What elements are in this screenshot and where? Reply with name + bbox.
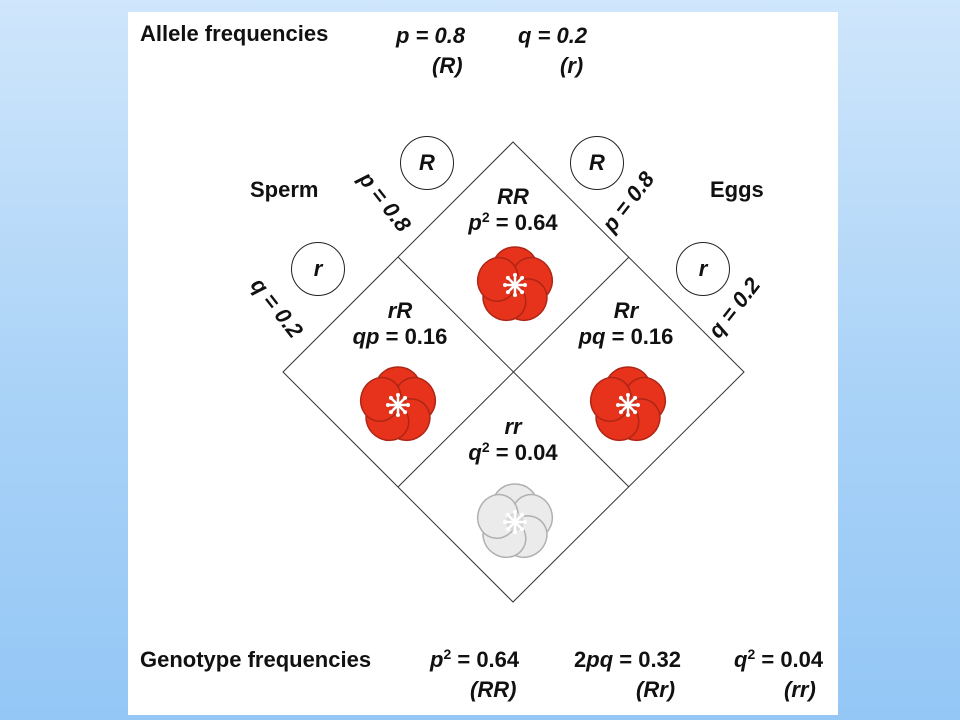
flower-anther: [636, 403, 640, 407]
flowers-layer: [359, 246, 667, 559]
flower-anther: [626, 413, 630, 417]
flower-anther: [503, 283, 507, 287]
footer-item-Rr-genotype: (Rr): [636, 677, 676, 702]
flower-anther: [520, 290, 525, 295]
flower-anther: [633, 395, 638, 400]
flower-icon-bottom: [476, 483, 554, 559]
cell-left-text: rR qp = 0.16: [340, 298, 460, 350]
flower-anther: [505, 275, 510, 280]
flower-anther: [505, 512, 510, 517]
footer-item-RR-value: = 0.64: [451, 647, 520, 672]
punnett-diamond: [282, 141, 745, 603]
footer-item-Rr-var: pq: [586, 647, 614, 672]
footer-item-RR-exp: 2: [443, 646, 452, 662]
flower-anther: [523, 520, 527, 524]
flower-anther: [406, 403, 410, 407]
cell-right-genotype: Rr: [613, 298, 639, 323]
flower-anther: [386, 403, 390, 407]
footer-item-rr-frequency: q2 = 0.04: [734, 646, 824, 672]
sperm-label: Sperm: [250, 177, 319, 202]
cell-left-genotype: rR: [387, 298, 413, 323]
flower-anther: [520, 512, 525, 517]
cell-top-var: p: [468, 210, 482, 235]
cell-right-var: pq: [578, 324, 606, 349]
p-allele: (R): [432, 53, 463, 78]
flower-anther: [520, 527, 525, 532]
flower-anther: [616, 403, 620, 407]
q-allele: (r): [560, 53, 584, 78]
eggs-allele-R-circle: R: [570, 136, 624, 190]
flower-anther: [403, 410, 408, 415]
flower-anther: [633, 410, 638, 415]
p-frequency: p = 0.8: [396, 23, 466, 48]
cell-bottom-exp: 2: [481, 439, 490, 455]
footer-item-RR-genotype: (RR): [470, 677, 517, 702]
flower-anther: [388, 410, 393, 415]
footer-item-rr-genotype: (rr): [784, 677, 816, 702]
slide: Allele frequencies p = 0.8 (R) q = 0.2 (…: [128, 12, 838, 715]
cell-right-text: Rr pq = 0.16: [566, 298, 686, 350]
flower-anther: [618, 410, 623, 415]
flower-icon-top: [476, 246, 554, 322]
flower-anther: [388, 395, 393, 400]
allele-frequencies-title: Allele frequencies: [140, 21, 329, 46]
footer-item-rr-exp: 2: [747, 646, 756, 662]
flower-anther: [520, 275, 525, 280]
q-frequency: q = 0.2: [518, 23, 588, 48]
footer-item-rr-value: = 0.04: [755, 647, 824, 672]
flower-anther: [513, 293, 517, 297]
genotype-frequencies-title: Genotype frequencies: [140, 647, 372, 672]
cell-left-value: = 0.16: [379, 324, 448, 349]
flower-anther: [396, 393, 400, 397]
flower-anther: [513, 510, 517, 514]
flower-anther: [513, 530, 517, 534]
footer-item-Rr-pre: 2: [574, 647, 587, 672]
cell-top-genotype: RR: [497, 184, 529, 209]
cell-top-exp: 2: [481, 209, 490, 225]
flower-icon-right: [589, 366, 667, 442]
footer-item-RR-frequency: p2 = 0.64: [430, 646, 520, 672]
diamond-outline: [282, 141, 745, 603]
flower-icon-left: [359, 366, 437, 442]
flower-anther: [396, 413, 400, 417]
flower-anther: [626, 393, 630, 397]
footer-item-Rr-value: = 0.32: [613, 647, 682, 672]
flower-anther: [403, 395, 408, 400]
flower-anther: [505, 290, 510, 295]
flower-anther: [505, 527, 510, 532]
flower-anther: [618, 395, 623, 400]
sperm-allele-r-circle: r: [291, 242, 345, 296]
cell-bottom-genotype: rr: [504, 414, 522, 439]
cell-bottom-text: rr q2 = 0.04: [463, 414, 563, 466]
cell-top-text: RR p2 = 0.64: [463, 184, 563, 236]
footer-item-Rr-frequency: 2pq = 0.32: [574, 648, 681, 672]
cell-bottom-var: q: [468, 440, 482, 465]
cell-right-value: = 0.16: [605, 324, 674, 349]
flower-anther: [513, 273, 517, 277]
footer-item-RR-var: p: [430, 647, 444, 672]
flower-anther: [503, 520, 507, 524]
footer-item-rr-var: q: [734, 647, 748, 672]
cell-left-var: qp: [352, 324, 380, 349]
flower-anther: [523, 283, 527, 287]
cell-top-value: = 0.64: [489, 210, 558, 235]
cell-bottom-value: = 0.04: [489, 440, 558, 465]
sperm-allele-R-circle: R: [400, 136, 454, 190]
eggs-label: Eggs: [710, 177, 764, 202]
eggs-allele-r-circle: r: [676, 242, 730, 296]
grid-line-2: [397, 256, 630, 488]
